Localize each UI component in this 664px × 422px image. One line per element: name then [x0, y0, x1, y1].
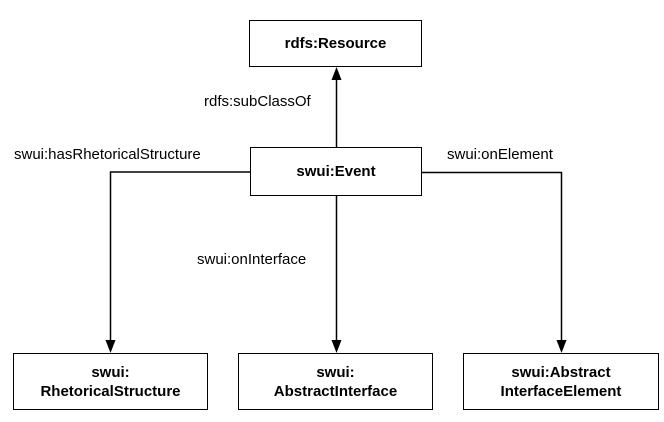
arrowhead-down-icon [556, 340, 567, 353]
edge-label-on-element: swui:onElement [447, 146, 553, 163]
arrowhead-down-icon [331, 340, 342, 353]
edge-has-rhetorical-structure-connector [105, 171, 250, 353]
edge-subclassof-connector [331, 67, 342, 147]
node-swui-event: swui:Event [250, 147, 422, 196]
edge-on-element-connector [422, 171, 567, 353]
node-swui-abstract-interface: swui: AbstractInterface [238, 353, 433, 410]
node-swui-rhetorical-structure: swui: RhetoricalStructure [13, 353, 208, 410]
node-rdfs-resource: rdfs:Resource [249, 20, 422, 67]
edge-label-subclassof: rdfs:subClassOf [204, 93, 311, 110]
edge-on-interface-connector [331, 196, 342, 353]
edge-label-on-interface: swui:onInterface [197, 251, 307, 268]
edge-label-has-rhetorical-structure: swui:hasRhetoricalStructure [14, 146, 201, 163]
arrowhead-up-icon [331, 67, 342, 80]
arrowhead-down-icon [105, 340, 116, 353]
node-swui-abstract-interface-element: swui:Abstract InterfaceElement [463, 353, 659, 410]
